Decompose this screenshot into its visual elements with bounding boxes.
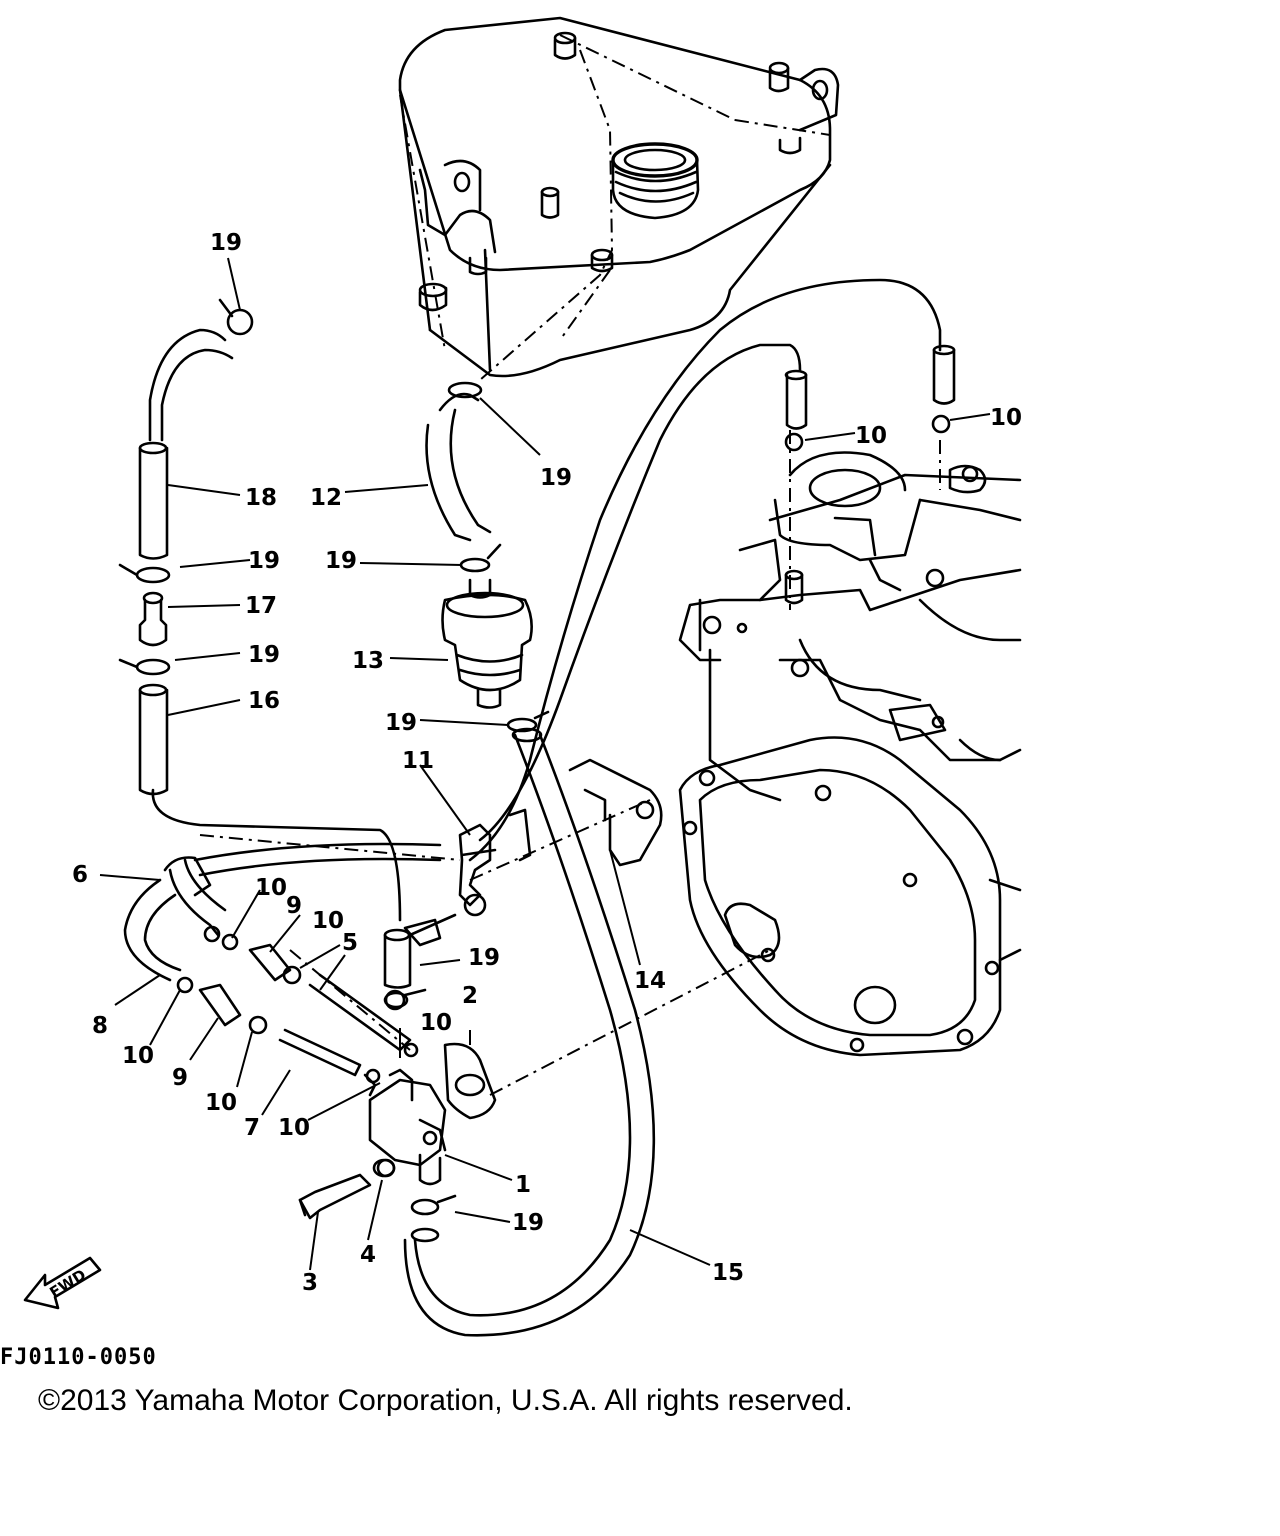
callout-8: 8 <box>92 1013 108 1039</box>
left-hose-assembly <box>118 298 402 922</box>
crankcase-cover <box>678 736 1022 1057</box>
callout-4: 4 <box>360 1242 376 1268</box>
callout-13: 13 <box>352 648 384 674</box>
hose-12-filter-13 <box>425 381 550 733</box>
callout-10: 10 <box>855 423 887 449</box>
bracket-11-14 <box>403 758 663 947</box>
callout-12: 12 <box>310 485 342 511</box>
callout-19: 19 <box>540 465 572 491</box>
callout-16: 16 <box>248 688 280 714</box>
tank-nipples <box>418 31 802 312</box>
callout-19: 19 <box>385 710 417 736</box>
top-right-pipes <box>784 344 956 605</box>
callout-9: 9 <box>286 893 302 919</box>
oil-pump-assembly <box>298 1042 497 1220</box>
callout-15: 15 <box>712 1260 744 1286</box>
callout-17: 17 <box>245 593 277 619</box>
callout-5: 5 <box>342 930 358 956</box>
callout-10: 10 <box>122 1043 154 1069</box>
callout-19: 19 <box>248 642 280 668</box>
callout-3: 3 <box>302 1270 318 1296</box>
callout-18: 18 <box>245 485 277 511</box>
hose-15 <box>403 727 656 1337</box>
callout-7: 7 <box>244 1115 260 1141</box>
valves-hoses-5-7-9 <box>198 928 427 1077</box>
callout-10: 10 <box>420 1010 452 1036</box>
callout-10: 10 <box>990 405 1022 431</box>
callout-19: 19 <box>468 945 500 971</box>
callout-10: 10 <box>278 1115 310 1141</box>
hose-6-8 <box>123 842 442 994</box>
callout-11: 11 <box>402 748 434 774</box>
oil-tank <box>398 16 840 381</box>
callout-19: 19 <box>325 548 357 574</box>
filler-neck <box>611 142 700 220</box>
callout-6: 6 <box>72 862 88 888</box>
callout-2: 2 <box>462 983 478 1009</box>
callout-10: 10 <box>205 1090 237 1116</box>
copyright-notice: ©2013 Yamaha Motor Corporation, U.S.A. A… <box>38 1384 853 1417</box>
clamps <box>365 991 457 1216</box>
callout-9: 9 <box>172 1065 188 1091</box>
callout-14: 14 <box>634 968 666 994</box>
callout-19: 19 <box>210 230 242 256</box>
leader-lines <box>99 257 991 1271</box>
reference-code: FJ0110-0050 <box>0 1345 157 1370</box>
return-hose <box>468 278 942 862</box>
callout-10: 10 <box>255 875 287 901</box>
callout-19: 19 <box>512 1210 544 1236</box>
callout-1: 1 <box>515 1172 531 1198</box>
fwd-arrow-icon: FWD <box>23 1256 102 1310</box>
assembly-guide-lines <box>199 430 941 1096</box>
callout-19: 19 <box>248 548 280 574</box>
callout-numbers: 19 19 18 12 19 19 17 19 13 16 19 11 10 1… <box>72 230 1022 1296</box>
engine-block <box>678 451 1022 802</box>
callout-10: 10 <box>312 908 344 934</box>
